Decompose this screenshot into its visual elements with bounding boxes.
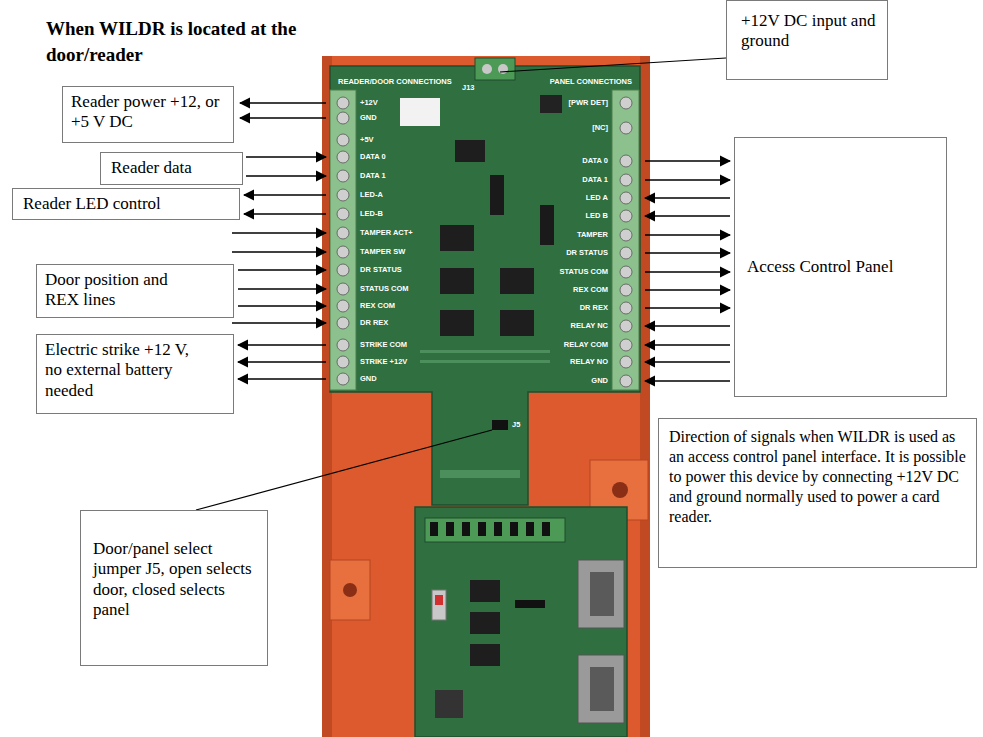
callout-text: Reader data: [111, 158, 232, 178]
pin-label: STATUS COM: [560, 268, 608, 276]
pin-label: J5: [512, 421, 520, 429]
pin-label: LED-A: [360, 191, 383, 199]
pin-label: PANEL CONNECTIONS: [550, 78, 632, 86]
callout-box: Door position and REX lines: [36, 264, 234, 318]
pin-label: GND: [591, 377, 608, 385]
pcb: [330, 66, 640, 505]
pin-label: STRIKE COM: [360, 341, 407, 349]
pin-label: DATA 0: [360, 153, 386, 161]
pin-label: DATA 0: [582, 157, 608, 165]
pin-label: STATUS COM: [360, 285, 408, 293]
callout-text: Reader power +12, or +5 V DC: [71, 92, 225, 133]
pin-label: DR STATUS: [566, 249, 608, 257]
pin-label: REX COM: [360, 302, 395, 310]
pin-label: GND: [360, 114, 377, 122]
pin-label: DR STATUS: [360, 266, 402, 274]
pin-label: RELAY COM: [564, 341, 608, 349]
callout-box: Direction of signals when WILDR is used …: [658, 418, 977, 568]
pin-label: LED B: [586, 212, 609, 220]
pin-label: TAMPER ACT+: [360, 229, 413, 237]
callout-text: +12V DC input and ground: [741, 11, 876, 52]
pin-label: GND: [360, 375, 377, 383]
callout-text: Reader LED control: [23, 194, 229, 214]
callout-box: Reader LED control: [12, 188, 240, 220]
callout-box: Door/panel select jumper J5, open select…: [80, 510, 268, 666]
callout-box: Access Control Panel: [734, 137, 947, 397]
pin-label: STRIKE +12V: [360, 358, 407, 366]
callout-box: Electric strike +12 V, no external batte…: [36, 334, 234, 414]
pin-label: DR REX: [580, 304, 608, 312]
enclosure: [322, 56, 650, 737]
callout-text: Direction of signals when WILDR is used …: [669, 427, 966, 527]
pin-label: LED-B: [360, 210, 383, 218]
diagram-title: When WILDR is located at the door/reader: [46, 16, 308, 67]
pin-label: LED A: [586, 194, 608, 202]
callout-text: Electric strike +12 V, no external batte…: [45, 340, 207, 401]
pin-label: REX COM: [573, 286, 608, 294]
pin-label: RELAY NO: [570, 358, 608, 366]
pin-label: +5V: [360, 136, 374, 144]
callout-text: Door/panel select jumper J5, open select…: [93, 539, 253, 621]
callout-text: Access Control Panel: [747, 257, 934, 277]
callout-box: Reader data: [100, 152, 243, 185]
callout-box: +12V DC input and ground: [726, 0, 888, 80]
callout-box: Reader power +12, or +5 V DC: [62, 86, 234, 143]
pin-label: [NC]: [592, 124, 608, 132]
callout-text: Door position and REX lines: [45, 270, 205, 311]
pin-label: DATA 1: [360, 172, 386, 180]
lower-pcb: [415, 507, 627, 737]
pin-label: DR REX: [360, 319, 388, 327]
pin-label: READER/DOOR CONNECTIONS: [338, 78, 452, 86]
pin-label: [PWR DET]: [568, 99, 608, 107]
pin-label: J13: [462, 84, 475, 92]
pin-label: +12V: [360, 99, 378, 107]
pin-label: TAMPER SW: [360, 248, 405, 256]
pin-label: DATA 1: [582, 176, 608, 184]
pin-label: TAMPER: [577, 231, 608, 239]
pin-label: RELAY NC: [570, 322, 608, 330]
